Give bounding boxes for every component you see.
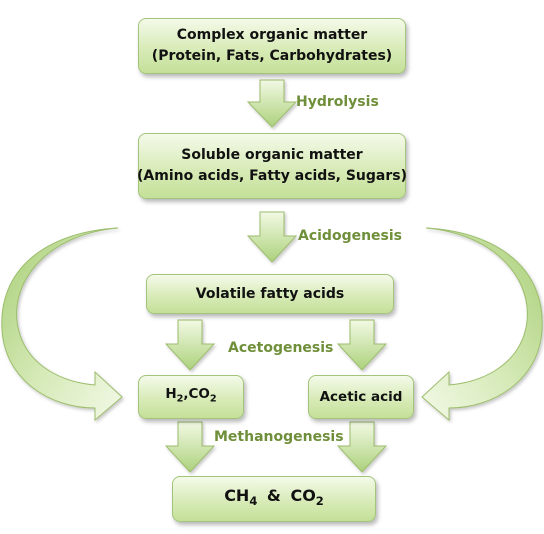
arrow-methanogenesis-right — [336, 421, 388, 473]
arrow-acidogenesis — [246, 211, 298, 263]
soluble-organic-matter-title: Soluble organic matter — [181, 147, 363, 163]
volatile-fatty-acids-label: Volatile fatty acids — [195, 285, 345, 302]
h2-co2-label: H2,CO2 — [165, 386, 217, 405]
soluble-organic-matter-box: Soluble organic matter (Amino acids, Fat… — [137, 133, 407, 199]
hydrolysis-label: Hydrolysis — [296, 94, 379, 110]
acetic-acid-box: Acetic acid — [308, 375, 414, 419]
arrow-hydrolysis — [246, 79, 298, 128]
methanogenesis-label: Methanogenesis — [214, 429, 344, 445]
volatile-fatty-acids-box: Volatile fatty acids — [146, 274, 394, 314]
curved-arrow-left — [1, 227, 123, 422]
h2-co2-box: H2,CO2 — [138, 375, 244, 419]
ch4-co2-box: CH4 & CO2 — [172, 476, 376, 522]
acetic-acid-label: Acetic acid — [319, 388, 403, 405]
complex-organic-matter-detail: (Protein, Fats, Carbohydrates) — [151, 48, 393, 64]
complex-organic-matter-box: Complex organic matter (Protein, Fats, C… — [138, 18, 406, 74]
ch4-co2-label: CH4 & CO2 — [224, 486, 324, 509]
acidogenesis-label: Acidogenesis — [298, 228, 403, 244]
arrow-methanogenesis-left — [164, 421, 216, 473]
soluble-organic-matter-detail: (Amino acids, Fatty acids, Sugars) — [137, 168, 407, 184]
acetogenesis-label: Acetogenesis — [228, 340, 334, 356]
curved-arrow-right — [421, 227, 543, 422]
arrow-acetogenesis-right — [336, 319, 388, 371]
arrow-acetogenesis-left — [164, 319, 216, 371]
complex-organic-matter-title: Complex organic matter — [176, 27, 368, 43]
